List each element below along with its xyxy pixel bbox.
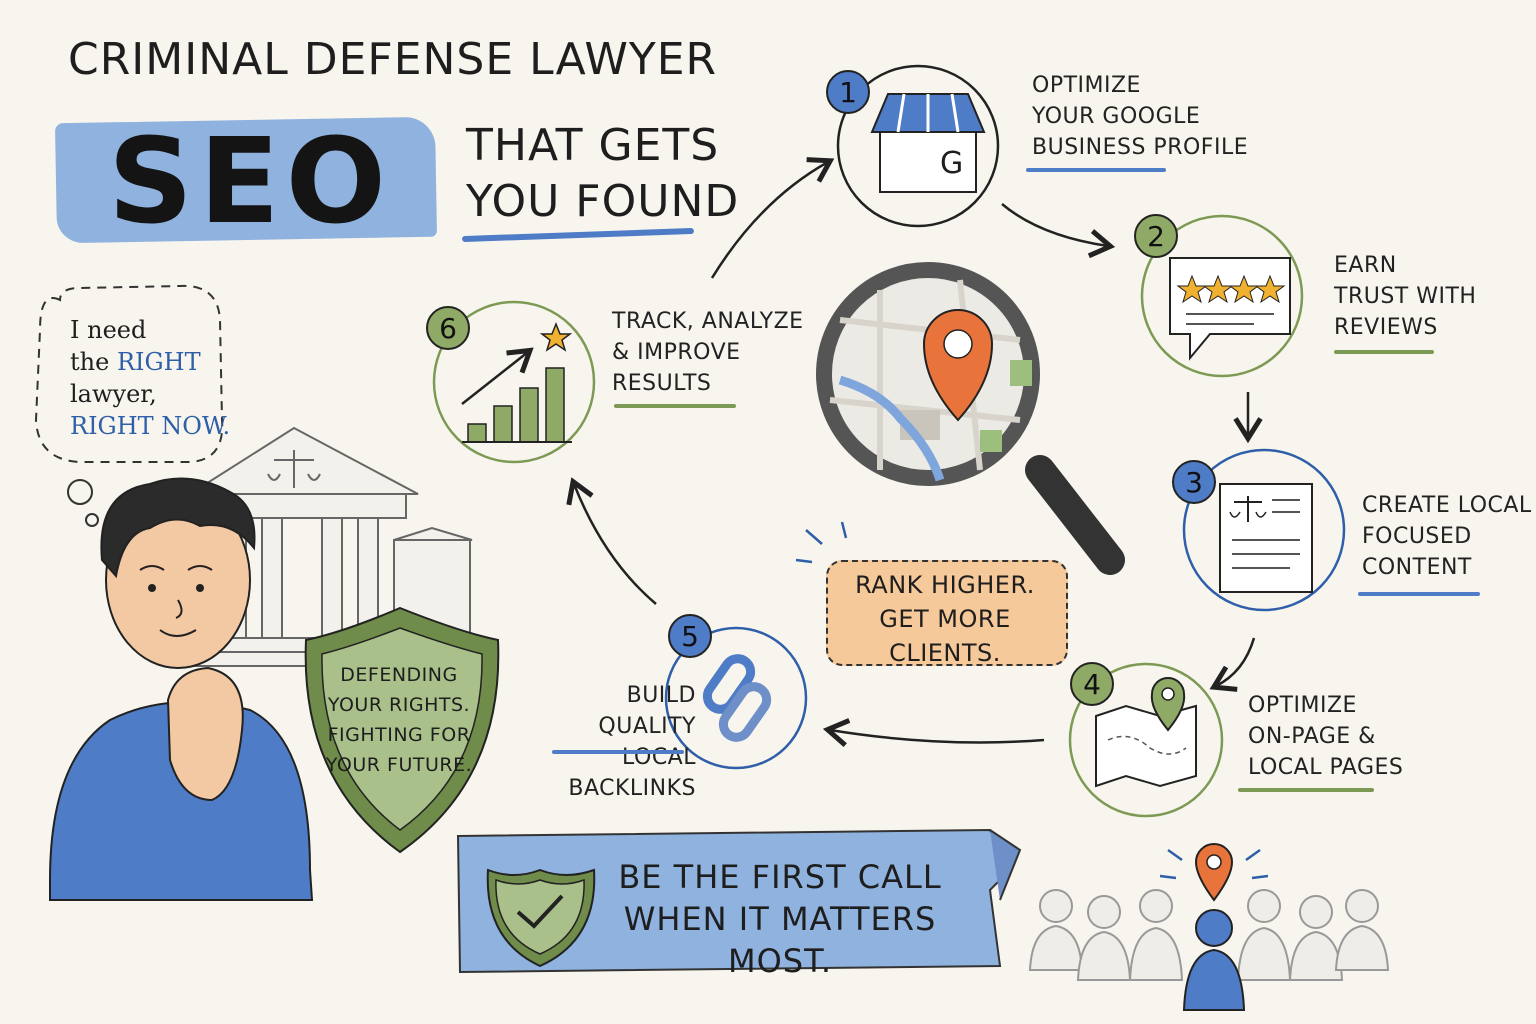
step-6-circle: [432, 300, 596, 464]
thought-bubble: [34, 284, 224, 527]
step-1-line-3: BUSINESS PROFILE: [1032, 135, 1249, 160]
step-2-line-2: TRUST WITH: [1334, 284, 1477, 309]
step-2-circle: [1140, 214, 1304, 378]
step-5-line-1: BUILD QUALITY: [598, 683, 696, 739]
sparkle-marks: [795, 521, 848, 564]
step-4-line-1: OPTIMIZE: [1248, 693, 1357, 718]
crowd-person: [1128, 889, 1184, 981]
shield-line-3: FIGHTING FOR: [327, 724, 471, 746]
step-1-badge: 1: [826, 70, 870, 114]
google-letter: G: [940, 146, 964, 181]
step-1-circle: [836, 64, 1000, 228]
step-2-line-1: EARN: [1334, 253, 1397, 278]
crowd-person: [1334, 889, 1390, 971]
step-6-label: TRACK, ANALYZE & IMPROVE RESULTS: [612, 306, 804, 399]
magnifier-map-icon: [816, 262, 1125, 575]
step-6-line-2: & IMPROVE: [612, 340, 741, 365]
shield-text: DEFENDING YOUR RIGHTS. FIGHTING FOR YOUR…: [318, 660, 480, 780]
thought-text: I need the RIGHT lawyer, RIGHT NOW.: [70, 314, 230, 442]
step-6-line-3: RESULTS: [612, 371, 712, 396]
step-3-label: CREATE LOCAL FOCUSED CONTENT: [1362, 490, 1532, 583]
rank-line-1: RANK HIGHER.: [855, 571, 1035, 599]
step-6-badge: 6: [426, 306, 470, 350]
step-3-circle: [1182, 448, 1346, 612]
shield-line-4: YOUR FUTURE.: [325, 754, 473, 776]
thought-emphasis-right: RIGHT: [116, 348, 201, 376]
step-1-underline: [1026, 168, 1166, 172]
step-2-line-3: REVIEWS: [1334, 315, 1438, 340]
step-4-badge: 4: [1070, 662, 1114, 706]
subtitle-line-1: THAT GETS: [466, 120, 720, 171]
step-4-underline: [1238, 788, 1374, 792]
step-3-underline: [1358, 592, 1480, 596]
step-5-label: BUILD QUALITY LOCAL BACKLINKS: [550, 680, 696, 804]
worried-person-illustration: [49, 477, 314, 901]
crowd-person: [1236, 889, 1292, 981]
rank-callout-text: RANK HIGHER. GET MORE CLIENTS.: [826, 568, 1064, 670]
call-banner-text: BE THE FIRST CALL WHEN IT MATTERS MOST.: [590, 856, 970, 982]
step-4-line-2: ON-PAGE &: [1248, 724, 1376, 749]
crowd-person: [1288, 895, 1344, 981]
page-title: CRIMINAL DEFENSE LAWYER: [68, 34, 718, 85]
step-4-circle: [1068, 662, 1224, 818]
step-2-underline: [1334, 350, 1434, 354]
rank-line-2: GET MORE CLIENTS.: [879, 605, 1011, 667]
subtitle-line-2: YOU FOUND: [466, 176, 740, 227]
shield-line-2: YOUR RIGHTS.: [327, 694, 471, 716]
step-2-label: EARN TRUST WITH REVIEWS: [1334, 250, 1476, 343]
banner-line-1: BE THE FIRST CALL: [618, 858, 942, 896]
call-banner: [456, 828, 1022, 974]
step-5-circle: [664, 626, 808, 770]
step-4-line-3: LOCAL PAGES: [1248, 755, 1404, 780]
subtitle: THAT GETS YOU FOUND: [466, 118, 739, 230]
step-3-line-3: CONTENT: [1362, 555, 1472, 580]
highlighted-client: [1182, 909, 1246, 1011]
banner-line-2: WHEN IT MATTERS MOST.: [623, 900, 937, 980]
step-3-line-1: CREATE LOCAL: [1362, 493, 1532, 518]
step-3-badge: 3: [1172, 460, 1216, 504]
thought-line-4: RIGHT NOW.: [70, 412, 231, 440]
client-pin-icon: [1194, 843, 1234, 902]
crowd-illustration: [1028, 843, 1390, 1011]
step-5-underline: [552, 750, 684, 754]
crowd-person: [1076, 895, 1132, 981]
crowd-person: [1028, 889, 1084, 971]
step-5-line-2: LOCAL BACKLINKS: [568, 745, 696, 801]
step-6-line-1: TRACK, ANALYZE: [612, 309, 804, 334]
thought-line-1: I need: [70, 316, 147, 344]
step-4-label: OPTIMIZE ON-PAGE & LOCAL PAGES: [1248, 690, 1403, 783]
step-1-line-2: YOUR GOOGLE: [1032, 104, 1201, 129]
step-5-badge: 5: [668, 614, 712, 658]
thought-line-3: lawyer,: [70, 380, 157, 408]
defending-shield-icon: [304, 606, 500, 854]
step-3-line-2: FOCUSED: [1362, 524, 1472, 549]
thought-line-2-prefix: the: [70, 348, 117, 376]
seo-headline: SEO: [108, 112, 392, 250]
step-6-underline: [614, 404, 736, 408]
flow-arrows: [566, 157, 1263, 748]
rank-callout-box: [826, 560, 1068, 666]
step-1-line-1: OPTIMIZE: [1032, 73, 1141, 98]
step-1-label: OPTIMIZE YOUR GOOGLE BUSINESS PROFILE: [1032, 70, 1248, 163]
thought-line-2: the RIGHT: [70, 346, 230, 378]
shield-line-1: DEFENDING: [340, 664, 458, 686]
step-2-badge: 2: [1134, 214, 1178, 258]
